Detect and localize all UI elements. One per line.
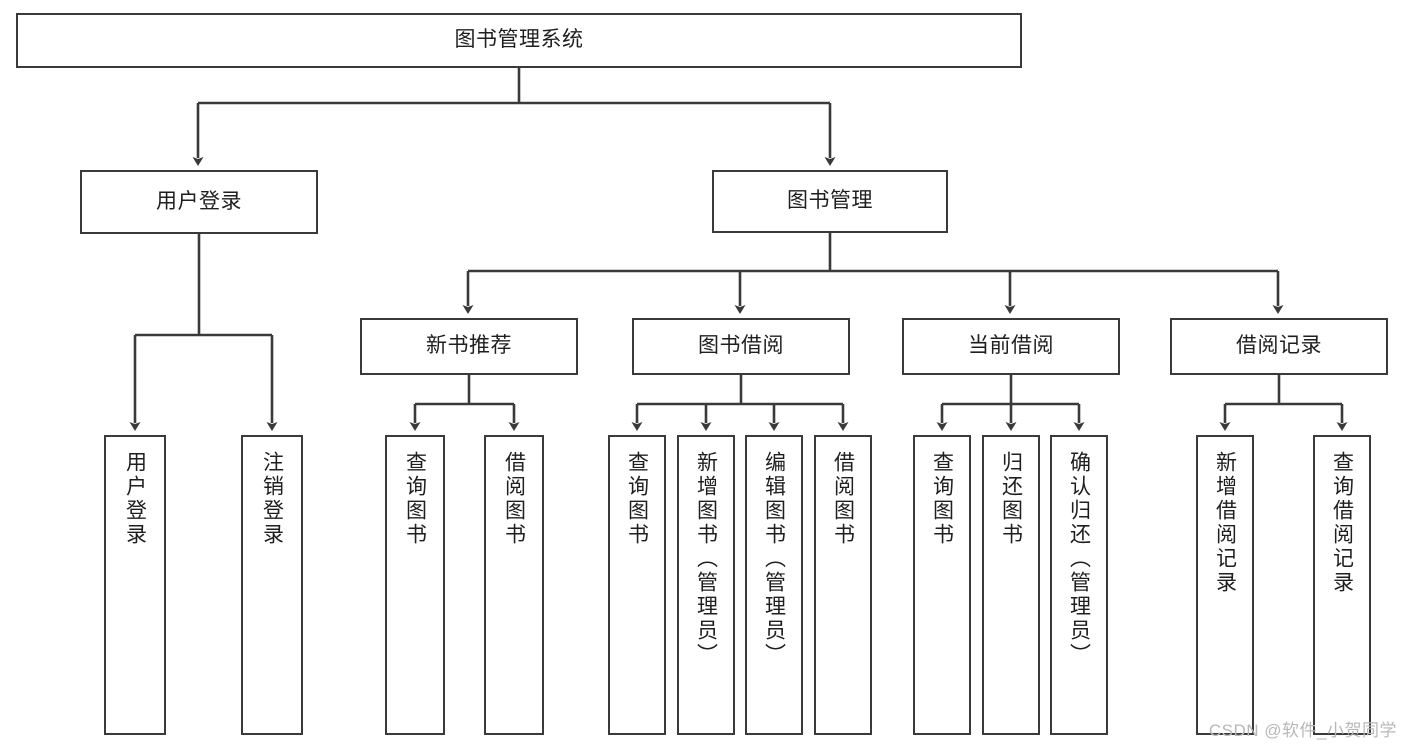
node-leaf-current-confirm-return[interactable]: 确认归还（管理员） [1050, 435, 1108, 735]
node-user-login-label: 用户登录 [156, 189, 242, 213]
node-leaf-record-query[interactable]: 查询借阅记录 [1313, 435, 1371, 735]
node-book-manage[interactable]: 图书管理 [712, 170, 948, 233]
node-leaf-borrow-edit-book-label: 编辑图书（管理员） [762, 451, 786, 667]
node-leaf-current-return-book-label: 归还图书 [999, 451, 1023, 547]
node-leaf-borrow-borrow-book[interactable]: 借阅图书 [814, 435, 872, 735]
node-new-book-rec[interactable]: 新书推荐 [360, 318, 578, 375]
node-leaf-record-add-label: 新增借阅记录 [1213, 451, 1237, 595]
node-leaf-rec-query-book[interactable]: 查询图书 [385, 435, 445, 735]
node-leaf-current-confirm-return-label: 确认归还（管理员） [1067, 451, 1091, 667]
node-leaf-borrow-edit-book[interactable]: 编辑图书（管理员） [745, 435, 803, 735]
node-leaf-rec-borrow-book[interactable]: 借阅图书 [484, 435, 544, 735]
node-leaf-borrow-borrow-book-label: 借阅图书 [831, 451, 855, 547]
node-leaf-current-query-book[interactable]: 查询图书 [913, 435, 971, 735]
node-book-borrow[interactable]: 图书借阅 [632, 318, 850, 375]
node-leaf-user-login[interactable]: 用户登录 [104, 435, 166, 735]
node-leaf-user-logout[interactable]: 注销登录 [241, 435, 303, 735]
node-leaf-user-login-label: 用户登录 [123, 451, 147, 547]
node-book-manage-label: 图书管理 [787, 189, 873, 213]
node-leaf-current-return-book[interactable]: 归还图书 [982, 435, 1040, 735]
node-leaf-borrow-add-book-label: 新增图书（管理员） [694, 451, 718, 667]
node-leaf-current-query-book-label: 查询图书 [930, 451, 954, 547]
node-user-login[interactable]: 用户登录 [80, 170, 318, 234]
node-borrow-record[interactable]: 借阅记录 [1170, 318, 1388, 375]
node-leaf-rec-query-book-label: 查询图书 [403, 451, 427, 547]
node-leaf-record-query-label: 查询借阅记录 [1330, 451, 1354, 595]
node-leaf-borrow-query-book-label: 查询图书 [625, 451, 649, 547]
node-root-label: 图书管理系统 [454, 28, 584, 52]
node-new-book-rec-label: 新书推荐 [426, 334, 512, 358]
node-current-borrow-label: 当前借阅 [968, 334, 1054, 358]
node-root[interactable]: 图书管理系统 [16, 13, 1022, 68]
node-borrow-record-label: 借阅记录 [1236, 334, 1322, 358]
node-leaf-user-logout-label: 注销登录 [260, 451, 284, 547]
node-leaf-record-add[interactable]: 新增借阅记录 [1196, 435, 1254, 735]
node-leaf-borrow-add-book[interactable]: 新增图书（管理员） [677, 435, 735, 735]
node-leaf-rec-borrow-book-label: 借阅图书 [502, 451, 526, 547]
node-leaf-borrow-query-book[interactable]: 查询图书 [608, 435, 666, 735]
node-book-borrow-label: 图书借阅 [698, 334, 784, 358]
node-current-borrow[interactable]: 当前借阅 [902, 318, 1120, 375]
